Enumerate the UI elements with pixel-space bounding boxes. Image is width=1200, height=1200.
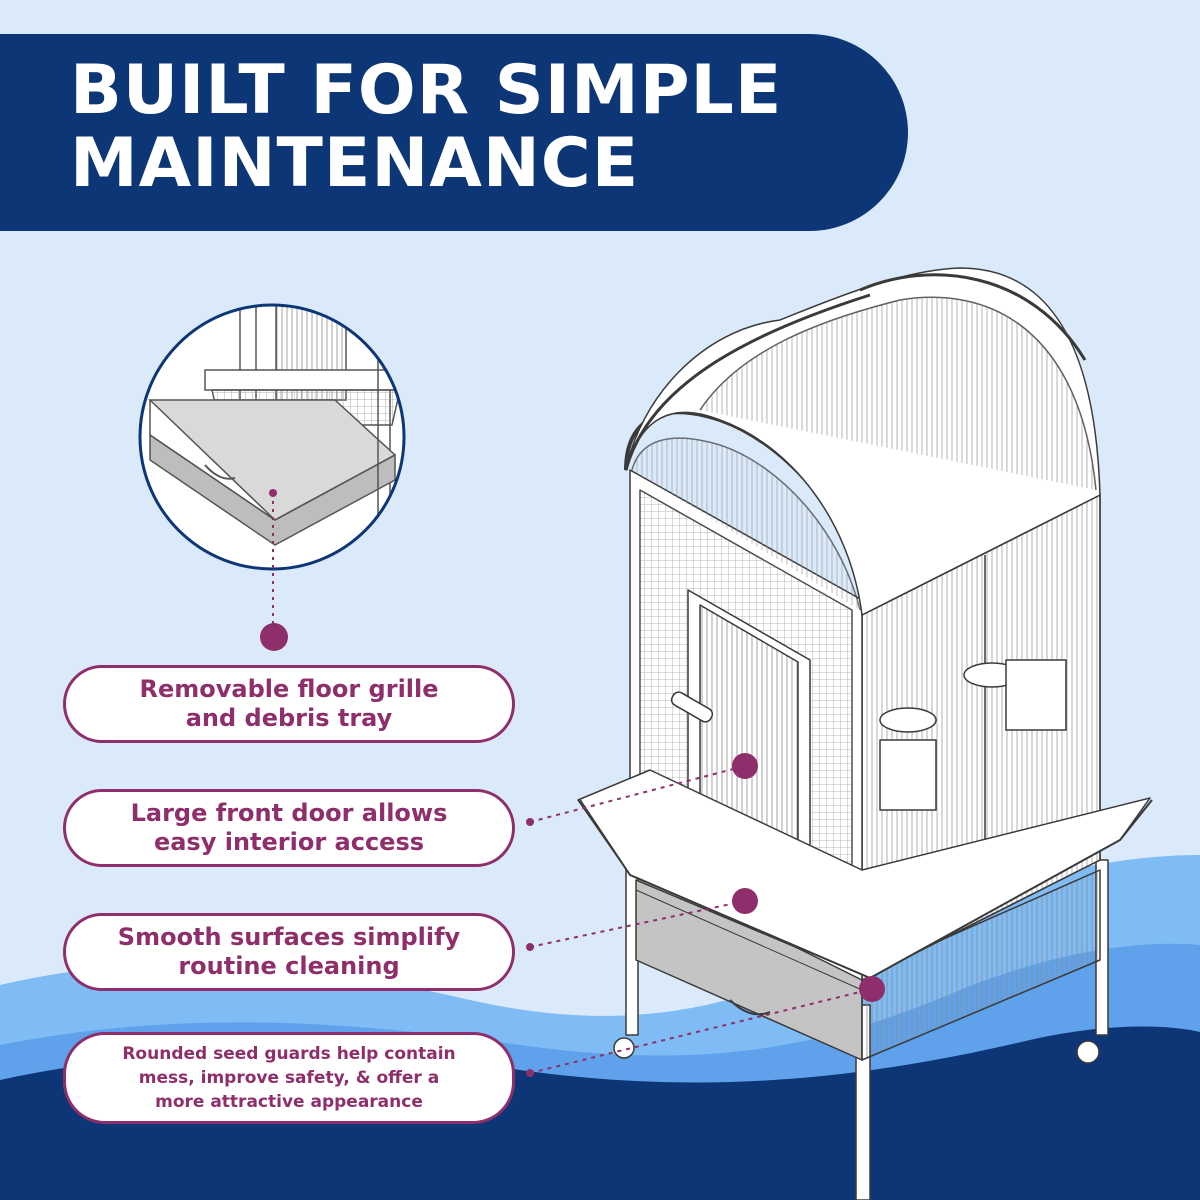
feature-text-line: Smooth surfaces simplify [117, 923, 461, 951]
callout-dot-icon [732, 753, 758, 779]
feature-text-line: easy interior access [153, 828, 425, 856]
door-connector [529, 765, 746, 823]
bird-cage-illustration [577, 267, 1153, 1200]
title-line-2: MAINTENANCE [70, 124, 640, 203]
title-banner [0, 34, 908, 231]
feature-callout-seed-guards: Rounded seed guards help contain mess, i… [63, 1032, 515, 1124]
feature-text-line: Large front door allows [130, 799, 448, 827]
surface-connector [529, 900, 746, 948]
feature-callout-door: Large front door allows easy interior ac… [63, 789, 515, 867]
title-line-1: BUILT FOR SIMPLE [70, 51, 783, 130]
page-title: BUILT FOR SIMPLE MAINTENANCE [70, 54, 782, 200]
inset-anchor-dot-icon [269, 489, 277, 497]
feature-callout-surfaces: Smooth surfaces simplify routine cleanin… [63, 913, 515, 991]
feature-text-line: routine cleaning [178, 952, 400, 980]
feature-text-line: Rounded seed guards help contain [122, 1044, 456, 1064]
feature-callout-tray: Removable floor grille and debris tray [63, 665, 515, 743]
tray-detail-inset [138, 303, 406, 571]
pill-anchor-dot-icon [526, 818, 534, 826]
feature-text-line: and debris tray [185, 704, 393, 732]
pill-anchor-dot-icon [526, 1069, 534, 1077]
pill-anchor-dot-icon [526, 943, 534, 951]
feature-text-line: mess, improve safety, & offer a [138, 1068, 440, 1088]
feature-text-line: Removable floor grille [139, 675, 439, 703]
feature-text-line: more attractive appearance [155, 1092, 423, 1112]
callout-dot-icon [260, 623, 288, 651]
